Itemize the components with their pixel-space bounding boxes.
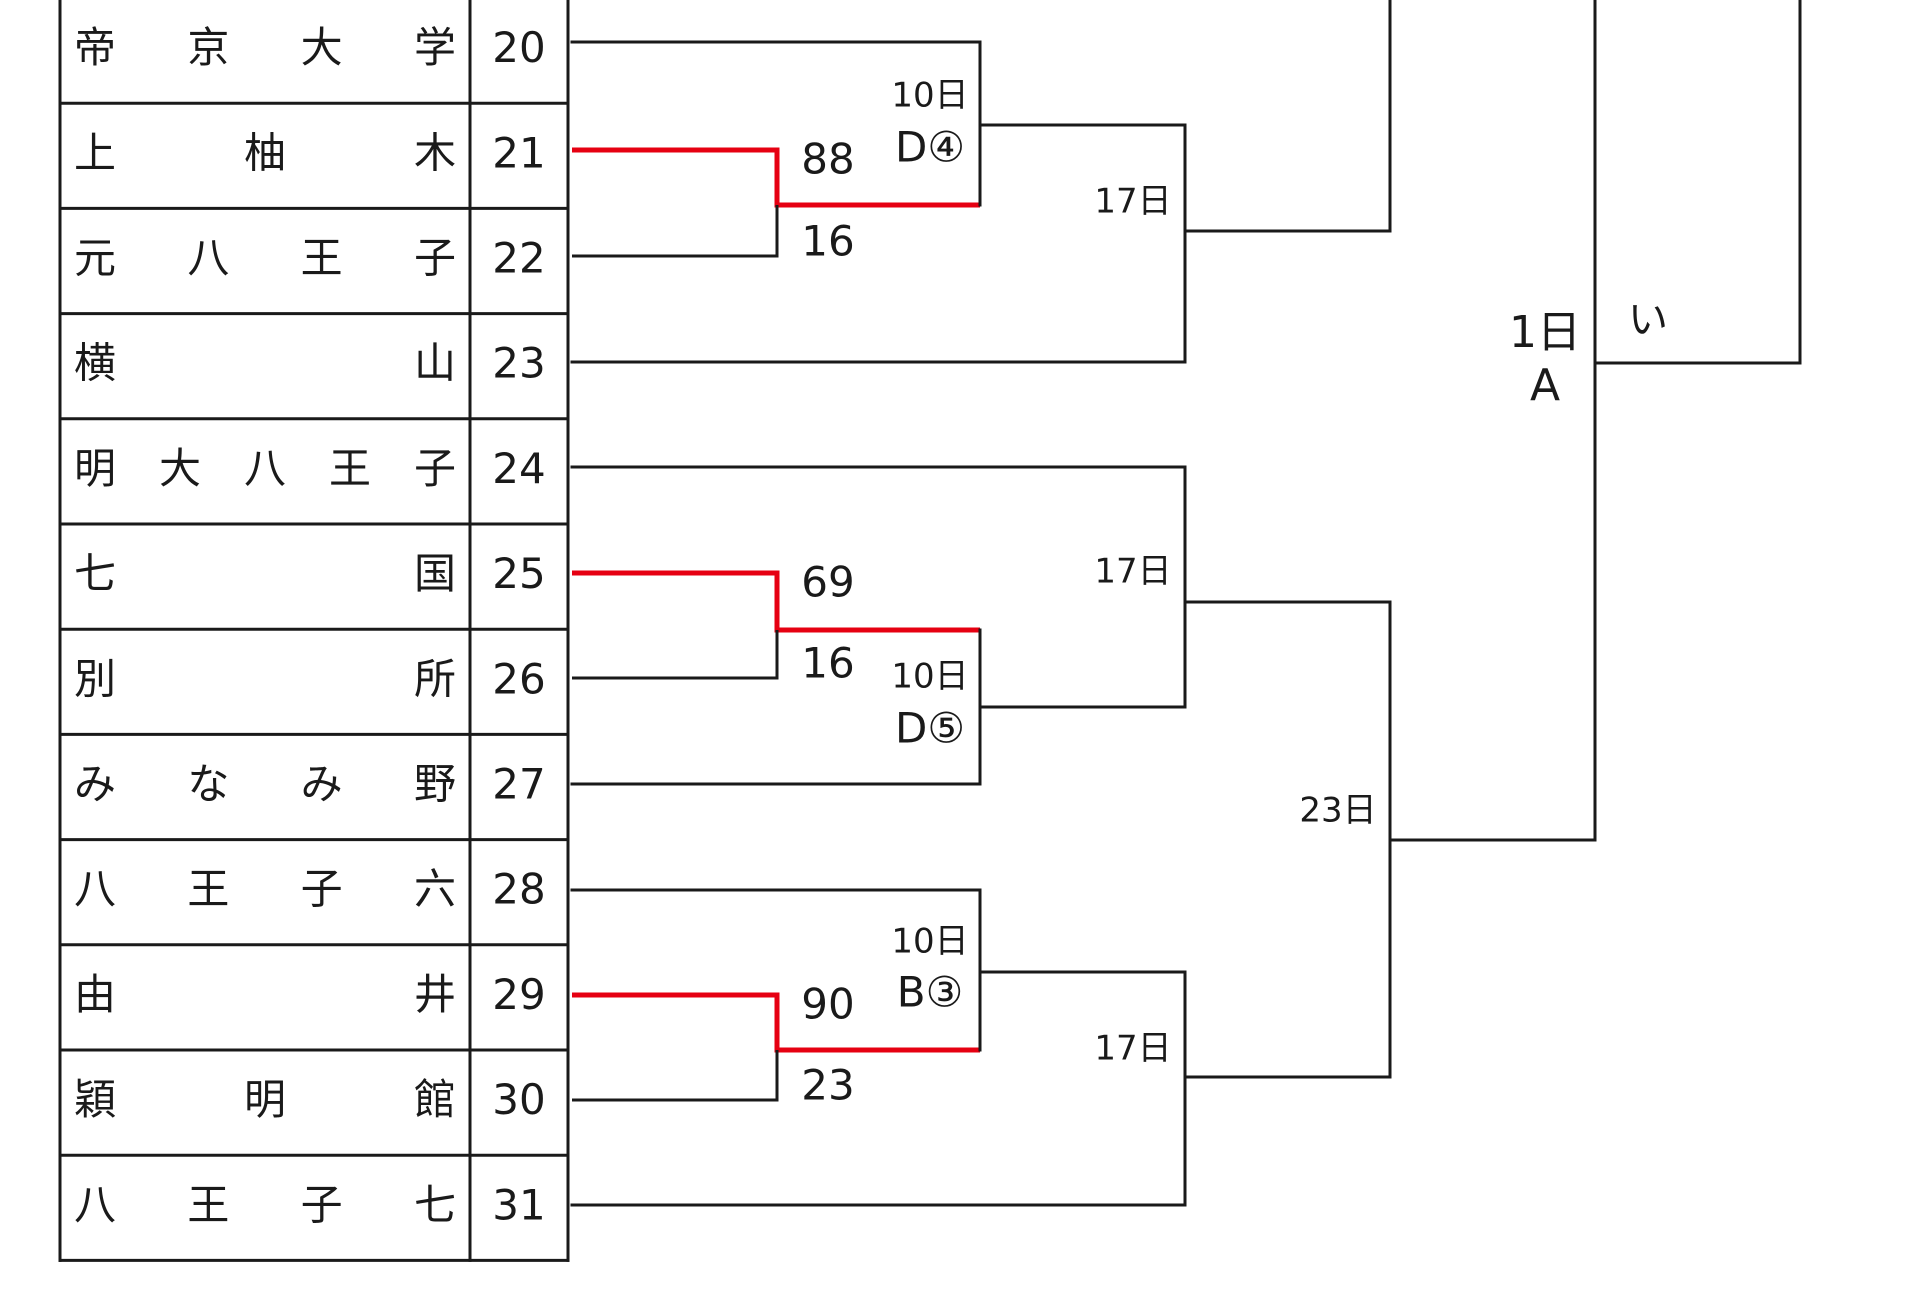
match-date: 17日 xyxy=(1094,552,1171,592)
team-name-char: 別 xyxy=(74,654,116,703)
team-name-char: 子 xyxy=(414,234,456,283)
match-date: 17日 xyxy=(1094,1029,1171,1069)
team-name-char: 王 xyxy=(187,1180,229,1229)
team-seed-number: 28 xyxy=(492,865,545,914)
team-name-char: 明 xyxy=(244,1075,286,1124)
team-seed-number: 31 xyxy=(492,1180,545,1229)
team-name-char: み xyxy=(74,760,116,809)
team-name-char: 王 xyxy=(187,865,229,914)
team-name-char: 大 xyxy=(301,23,343,72)
score-top: 90 xyxy=(801,980,854,1029)
bracket-mark: い xyxy=(1628,297,1668,343)
team-seed-number: 24 xyxy=(492,444,545,493)
score-bottom: 16 xyxy=(801,639,854,688)
team-name-char: 横 xyxy=(74,339,116,388)
match-code: D⑤ xyxy=(895,704,965,753)
match-date: 23日 xyxy=(1299,791,1376,831)
winner-path xyxy=(572,147,980,208)
team-seed-number: 20 xyxy=(492,23,545,72)
team-seed-number: 30 xyxy=(492,1075,545,1124)
team-name-char: 柚 xyxy=(244,128,286,177)
team-name-char: 山 xyxy=(414,339,456,388)
team-name-char: 木 xyxy=(414,128,456,177)
team-name-char: 由 xyxy=(74,970,116,1019)
match-code: B③ xyxy=(897,968,963,1017)
winner-path xyxy=(572,992,980,1053)
match-code: A xyxy=(1530,360,1560,411)
team-name-char: 八 xyxy=(74,865,116,914)
team-name-char: 八 xyxy=(244,444,286,493)
team-name-char: 七 xyxy=(74,549,116,598)
team-name-char: 井 xyxy=(414,970,456,1019)
team-name-char: 国 xyxy=(414,549,456,598)
team-name-char: 子 xyxy=(301,1180,343,1229)
loser-path xyxy=(572,205,779,258)
team-name-char: な xyxy=(187,760,229,809)
match-date: 17日 xyxy=(1094,182,1171,222)
team-seed-number: 21 xyxy=(492,128,545,177)
match-code: D④ xyxy=(895,123,965,172)
score-top: 88 xyxy=(801,135,854,184)
loser-path xyxy=(572,630,779,680)
team-name-char: 七 xyxy=(414,1180,456,1229)
team-name-char: 子 xyxy=(301,865,343,914)
team-name-char: 元 xyxy=(74,234,116,283)
team-seed-number: 22 xyxy=(492,234,545,283)
match-date: 1日 xyxy=(1509,307,1581,358)
match-date: 10日 xyxy=(891,657,968,697)
team-name-char: 大 xyxy=(159,444,201,493)
loser-path xyxy=(572,1050,779,1102)
match-date: 10日 xyxy=(891,76,968,116)
score-bottom: 16 xyxy=(801,217,854,266)
team-name-char: 野 xyxy=(414,760,456,809)
team-name-char: 王 xyxy=(301,234,343,283)
winner-path xyxy=(572,570,980,633)
team-name-char: 八 xyxy=(187,234,229,283)
team-name-char: 館 xyxy=(414,1075,456,1124)
team-seed-number: 29 xyxy=(492,970,545,1019)
team-name-char: 明 xyxy=(74,444,116,493)
team-name-char: み xyxy=(301,760,343,809)
team-name-char: 王 xyxy=(329,444,371,493)
team-name-char: 所 xyxy=(414,654,456,703)
team-name-char: 六 xyxy=(414,865,456,914)
team-seed-number: 23 xyxy=(492,339,545,388)
team-name-char: 学 xyxy=(414,23,456,72)
team-name-char: 帝 xyxy=(74,23,116,72)
team-seed-number: 27 xyxy=(492,760,545,809)
team-seed-number: 26 xyxy=(492,654,545,703)
team-name-char: 上 xyxy=(74,128,116,177)
team-name-char: 京 xyxy=(187,23,229,72)
score-top: 69 xyxy=(801,558,854,607)
team-name-char: 子 xyxy=(414,444,456,493)
team-name-char: 八 xyxy=(74,1180,116,1229)
team-name-char: 穎 xyxy=(74,1075,116,1124)
team-seed-number: 25 xyxy=(492,549,545,598)
score-bottom: 23 xyxy=(801,1061,854,1110)
match-date: 10日 xyxy=(891,922,968,962)
